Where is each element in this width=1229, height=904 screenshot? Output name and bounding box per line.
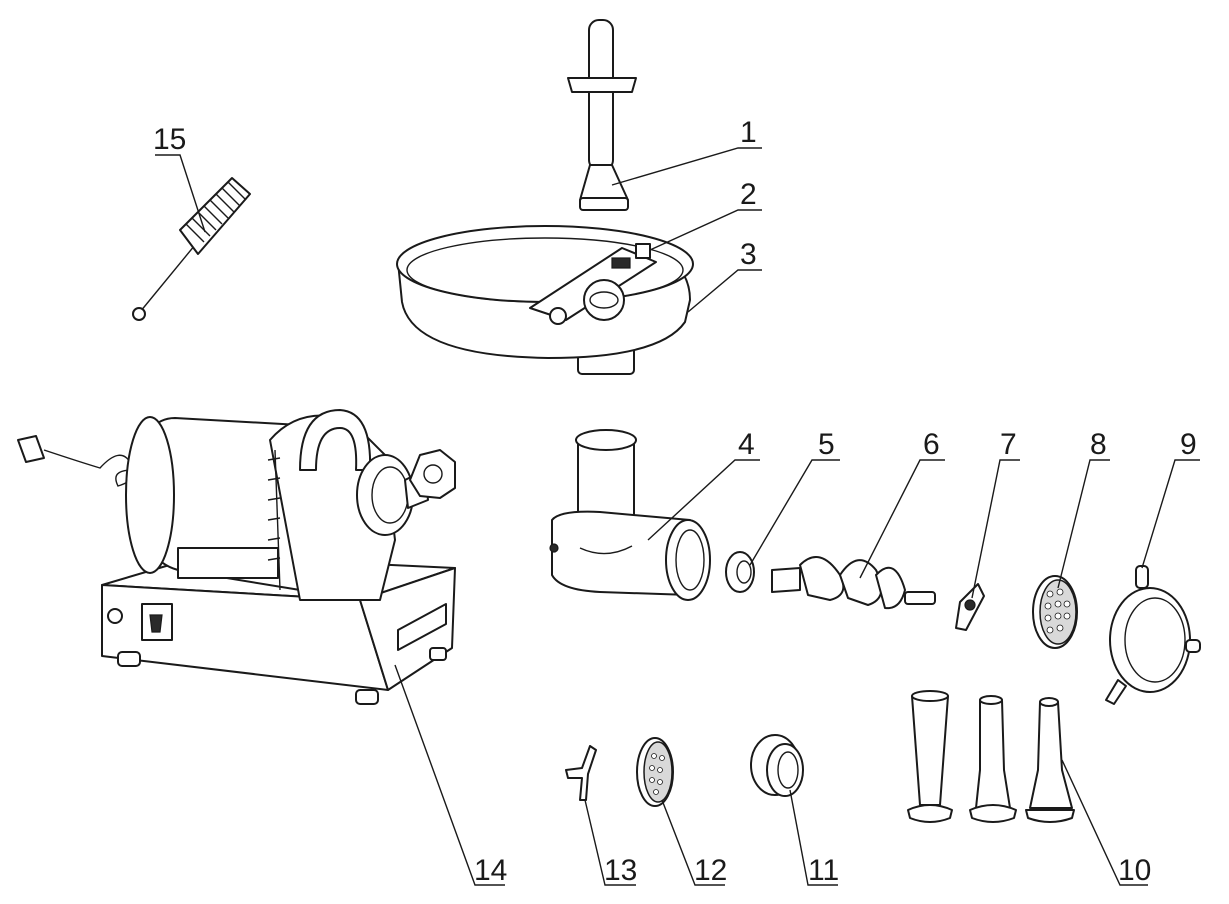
part-13-small-blade: [565, 745, 597, 801]
part-10-sausage-tubes: [907, 690, 1075, 823]
part-6-auger: [771, 556, 936, 610]
leader-lines: [155, 147, 1200, 886]
callout-4: 4: [738, 428, 755, 461]
callout-6: 6: [923, 428, 940, 461]
callout-5: 5: [818, 428, 835, 461]
callout-15: 15: [153, 123, 186, 156]
callout-7: 7: [1000, 428, 1017, 461]
callout-2: 2: [740, 178, 757, 211]
callout-14: 14: [474, 854, 507, 887]
callout-1: 1: [740, 116, 757, 149]
callout-12: 12: [694, 854, 727, 887]
part-1-pusher: [567, 19, 637, 211]
part-12-plate: [636, 737, 674, 807]
part-4-head-housing: [549, 429, 711, 601]
part-15-cleaning-brush: [132, 177, 251, 321]
callout-8: 8: [1090, 428, 1107, 461]
part-14-motor-body: [17, 409, 456, 705]
callout-labels: 1 2 3 4 5 6 7 8 9 10 11 12 13 14 15: [153, 116, 1197, 887]
callout-10: 10: [1118, 854, 1151, 887]
part-5-ring: [725, 551, 755, 593]
callout-3: 3: [740, 238, 757, 271]
part-9-threaded-ring: [1105, 565, 1201, 705]
part-8-grinding-plate: [1032, 575, 1078, 649]
part-11-ring-nut: [750, 734, 804, 797]
callout-11: 11: [808, 854, 839, 887]
callout-13: 13: [604, 854, 637, 887]
callout-9: 9: [1180, 428, 1197, 461]
part-7-blade: [955, 583, 985, 631]
part-2-tray-bracket: [529, 243, 657, 325]
